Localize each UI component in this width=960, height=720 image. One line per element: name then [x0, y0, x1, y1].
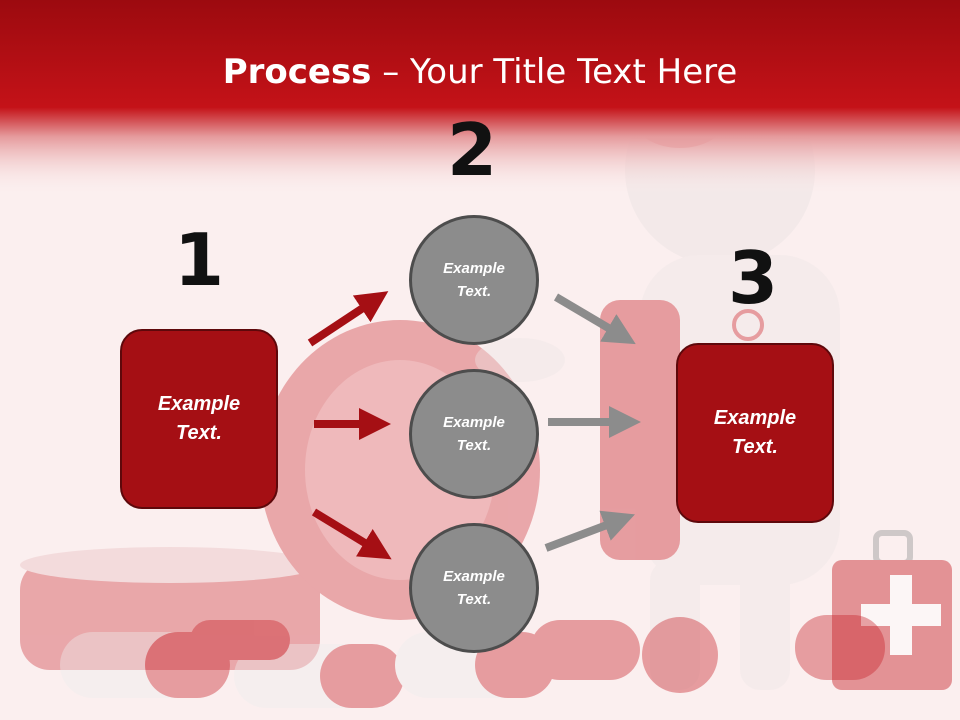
header-band — [0, 0, 960, 195]
circle-top-line1: Example — [443, 260, 505, 277]
step-number-3: 3 — [727, 236, 779, 320]
step-number-2: 2 — [446, 108, 498, 192]
circle-middle-line2: Text. — [456, 437, 492, 454]
title-rest: – Your Title Text Here — [371, 52, 738, 92]
circle-bottom[interactable]: Example Text. — [409, 523, 539, 653]
red-arrow-down — [311, 508, 392, 560]
title-bold: Process — [222, 52, 372, 92]
circle-middle-line1: Example — [443, 414, 505, 431]
red-arrow-up — [307, 291, 389, 347]
circle-top-line2: Text. — [456, 283, 492, 300]
gray-arrow-down — [553, 293, 636, 345]
circle-top[interactable]: Example Text. — [409, 215, 539, 345]
circle-bottom-line2: Text. — [456, 591, 492, 608]
step-3-line2: Text. — [732, 436, 778, 458]
step-1-box[interactable]: Example Text. — [120, 329, 278, 509]
pills-icon — [60, 615, 885, 708]
circle-bottom-line1: Example — [443, 568, 505, 585]
step-3-line1: Example — [713, 407, 797, 429]
gray-arrow-up — [544, 510, 635, 552]
circle-middle[interactable]: Example Text. — [409, 369, 539, 499]
step-number-1: 1 — [173, 218, 225, 302]
first-aid-kit-icon — [832, 530, 952, 690]
page-title: Process – Your Title Text Here — [0, 52, 960, 92]
step-3-box[interactable]: Example Text. — [676, 343, 834, 523]
step-1-line1: Example — [157, 393, 241, 415]
step-1-line2: Text. — [176, 422, 222, 444]
